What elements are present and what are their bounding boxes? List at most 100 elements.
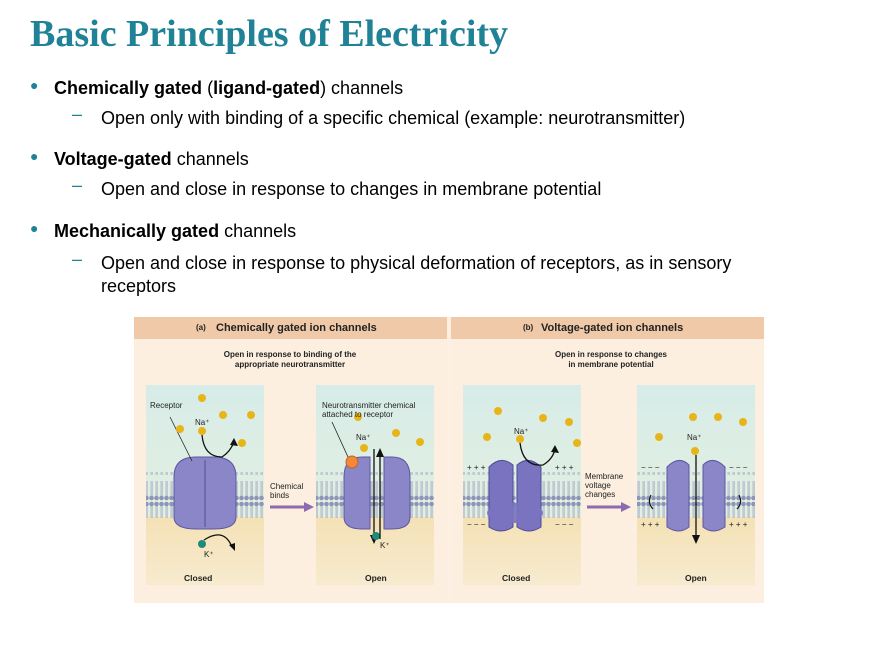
- sodium-ion: [516, 435, 524, 443]
- panel-b-diagram: [463, 385, 755, 585]
- neurotransmitter-molecule: [345, 455, 359, 469]
- plus-signs-outside: + + +: [467, 463, 486, 472]
- sodium-ion: [689, 413, 697, 421]
- sodium-ion: [198, 394, 206, 402]
- sodium-blocked-arrow: [201, 434, 235, 458]
- sodium-ion: [565, 418, 573, 426]
- dash-icon: –: [72, 175, 83, 195]
- sub-bullet-voltage-gated: – Open and close in response to changes …: [72, 175, 802, 201]
- chemical-binds-label: Chemical binds: [270, 482, 303, 500]
- bullet-dot-icon: ●: [30, 148, 39, 164]
- sodium-ion: [392, 429, 400, 437]
- bullet-bold: Chemically gated: [54, 78, 203, 98]
- k-label: K⁺: [204, 550, 214, 559]
- sodium-ion: [198, 427, 206, 435]
- neurotransmitter-label: Neurotransmitter chemical attached to re…: [322, 401, 415, 419]
- membrane-voltage-label: Membrane voltage changes: [585, 472, 623, 499]
- neurotransmitter-pointer: [331, 421, 349, 458]
- plus-signs-outside: + + +: [555, 463, 574, 472]
- sub-bullet-mechanically-gated: – Open and close in response to physical…: [72, 249, 802, 298]
- bullet-rest: channels: [171, 149, 249, 169]
- sub-bullet-chemically-gated: – Open only with binding of a specific c…: [72, 104, 802, 130]
- arrow-label-line: changes: [585, 490, 616, 499]
- potassium-ion: [372, 532, 380, 540]
- caption-line: in membrane potential: [568, 360, 654, 369]
- plus-signs-inside: + + +: [641, 520, 660, 529]
- sodium-ion: [416, 438, 424, 446]
- arrow-label-line: Chemical: [270, 482, 304, 491]
- caption-line: appropriate neurotransmitter: [234, 360, 346, 369]
- sodium-ion: [739, 418, 747, 426]
- receptor-pointer: [169, 416, 193, 462]
- channel-protein-open-right: [383, 456, 411, 530]
- dash-icon: –: [72, 104, 83, 124]
- panel-voltage-gated: (b) Voltage-gated ion channels Open in r…: [451, 317, 764, 603]
- state-open-label: Open: [365, 573, 387, 583]
- panel-b-letter: (b): [523, 323, 534, 332]
- panel-b-heading: Voltage-gated ion channels: [541, 322, 684, 334]
- sodium-ion: [494, 407, 502, 415]
- panel-b-caption: Open in response to changes in membrane …: [511, 350, 711, 370]
- sodium-ion: [573, 439, 581, 447]
- sodium-blocked-arrow: [519, 442, 556, 466]
- arrow-label-line: binds: [270, 491, 290, 500]
- panel-a-caption: Open in response to binding of the appro…: [184, 350, 396, 370]
- cytoplasm-region: [316, 517, 434, 585]
- panel-b-header: (b) Voltage-gated ion channels: [451, 317, 764, 339]
- sodium-ion: [714, 413, 722, 421]
- panel-a-letter: (a): [196, 323, 206, 332]
- arrow-label-line: Membrane: [585, 472, 624, 481]
- minus-signs-inside: − − −: [555, 520, 574, 529]
- voltage-channel-open-right: [702, 460, 726, 532]
- bullet-bold: Mechanically gated: [54, 221, 220, 241]
- sodium-ion: [360, 444, 368, 452]
- potassium-ion: [198, 540, 206, 548]
- state-closed-label: Closed: [502, 573, 531, 583]
- bullet-dot-icon: ●: [30, 77, 39, 93]
- sodium-ion: [691, 447, 699, 455]
- sub-bullet-text: Open only with binding of a specific che…: [101, 108, 686, 128]
- caption-line: Open in response to changes: [554, 350, 668, 359]
- nt-label-line: attached to receptor: [322, 410, 394, 419]
- potassium-blocked-arrow: [203, 534, 233, 548]
- ion-channel-figure: (a) Chemically gated ion channels Open i…: [134, 317, 764, 603]
- sub-bullet-text: Open and close in response to changes in…: [101, 179, 602, 199]
- slide-title: Basic Principles of Electricity: [30, 13, 509, 55]
- caption-line: Open in response to binding of the: [223, 350, 357, 359]
- nt-label-line: Neurotransmitter chemical: [322, 401, 416, 410]
- sodium-ion: [219, 411, 227, 419]
- na-label: Na⁺: [356, 433, 371, 442]
- sodium-ion: [238, 439, 246, 447]
- sub-bullet-text: Open and close in response to physical d…: [101, 253, 732, 296]
- voltage-channel-open-left: [666, 460, 690, 532]
- bullet-dot-icon: ●: [30, 220, 39, 236]
- panel-a-diagram: [146, 385, 434, 585]
- bullet-bold-2: ligand-gated: [213, 78, 321, 98]
- k-label: K⁺: [380, 541, 390, 550]
- sodium-ion: [539, 414, 547, 422]
- receptor-label: Receptor: [150, 401, 183, 410]
- minus-signs-outside: − − −: [641, 463, 660, 472]
- na-label: Na⁺: [195, 418, 210, 427]
- membrane-bilayer: [316, 472, 434, 518]
- na-label: Na⁺: [514, 427, 529, 436]
- bullet-bold: Voltage-gated: [54, 149, 172, 169]
- bullet-rest: channels: [219, 221, 297, 241]
- state-closed-label: Closed: [184, 573, 213, 583]
- bullet-paren: (: [202, 78, 214, 98]
- sodium-ion: [176, 425, 184, 433]
- channel-protein-open-left: [343, 456, 371, 530]
- bullet-rest: ) channels: [320, 78, 404, 98]
- minus-signs-outside: − − −: [729, 463, 748, 472]
- plus-signs-inside: + + +: [729, 520, 748, 529]
- sodium-ion: [655, 433, 663, 441]
- panel-chemically-gated: (a) Chemically gated ion channels Open i…: [134, 317, 447, 603]
- minus-signs-inside: − − −: [467, 520, 486, 529]
- sodium-ion: [247, 411, 255, 419]
- panel-a-heading: Chemically gated ion channels: [216, 322, 377, 334]
- dash-icon: –: [72, 249, 83, 269]
- sodium-ion: [354, 413, 362, 421]
- sodium-ion: [483, 433, 491, 441]
- panel-a-header: (a) Chemically gated ion channels: [134, 317, 447, 339]
- arrow-label-line: voltage: [585, 481, 611, 490]
